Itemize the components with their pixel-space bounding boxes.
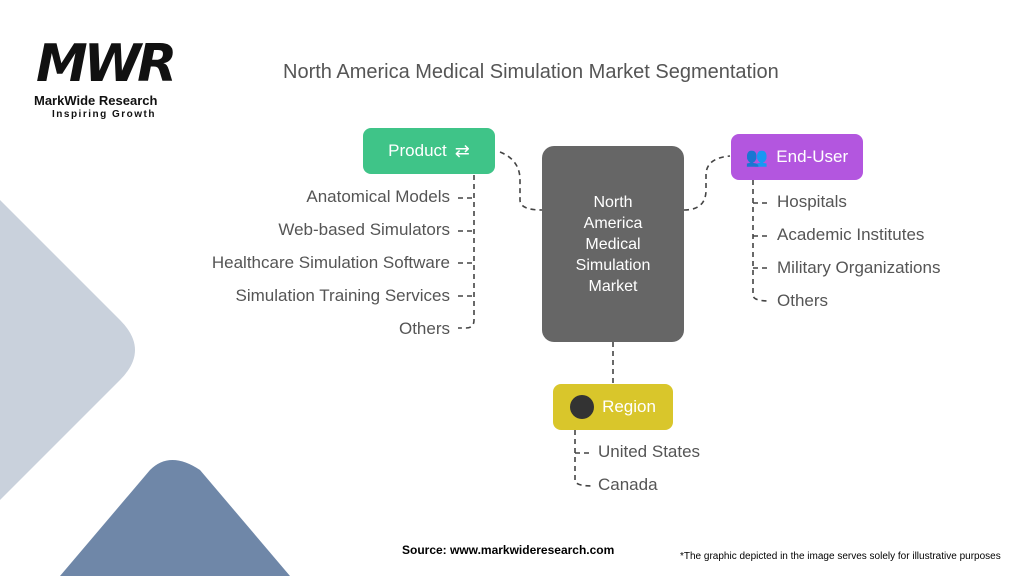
users-refresh-icon: 👥	[745, 147, 769, 167]
page-title: North America Medical Simulation Market …	[283, 61, 779, 83]
region-label: Region	[602, 397, 656, 416]
list-item: Healthcare Simulation Software	[211, 253, 450, 272]
product-swap-icon: ⇄	[454, 141, 470, 161]
list-item: Canada	[598, 475, 658, 494]
logo-name: MarkWide Research	[34, 93, 158, 108]
list-item: Simulation Training Services	[235, 286, 450, 305]
region-node: Region	[553, 384, 673, 430]
end-user-node: 👥 End-User	[731, 134, 863, 180]
center-node: North America Medical Simulation Market	[542, 146, 684, 342]
list-item: Others	[777, 291, 829, 310]
list-item: Web-based Simulators	[278, 220, 450, 239]
logo-mark: MWR	[36, 36, 174, 92]
list-item: Others	[398, 319, 450, 338]
product-node: Product ⇄	[363, 128, 495, 174]
list-item: United States	[598, 442, 701, 461]
list-item: Anatomical Models	[306, 187, 450, 206]
region-list: United States Canada	[598, 442, 700, 508]
disclaimer-text: *The graphic depicted in the image serve…	[680, 551, 1001, 562]
list-item: Academic Institutes	[777, 225, 925, 244]
end-user-label: End-User	[776, 147, 849, 166]
end-user-list: Hospitals Academic Institutes Military O…	[777, 192, 940, 324]
globe-icon	[570, 395, 595, 419]
center-label: North America Medical Simulation Market	[575, 193, 651, 295]
source-text: Source: www.markwideresearch.com	[402, 543, 615, 557]
list-item: Military Organizations	[777, 258, 941, 277]
logo-tagline: Inspiring Growth	[52, 109, 156, 120]
list-item: Hospitals	[777, 192, 847, 211]
product-label: Product	[388, 141, 447, 160]
product-list: Anatomical Models Web-based Simulators H…	[180, 187, 450, 352]
